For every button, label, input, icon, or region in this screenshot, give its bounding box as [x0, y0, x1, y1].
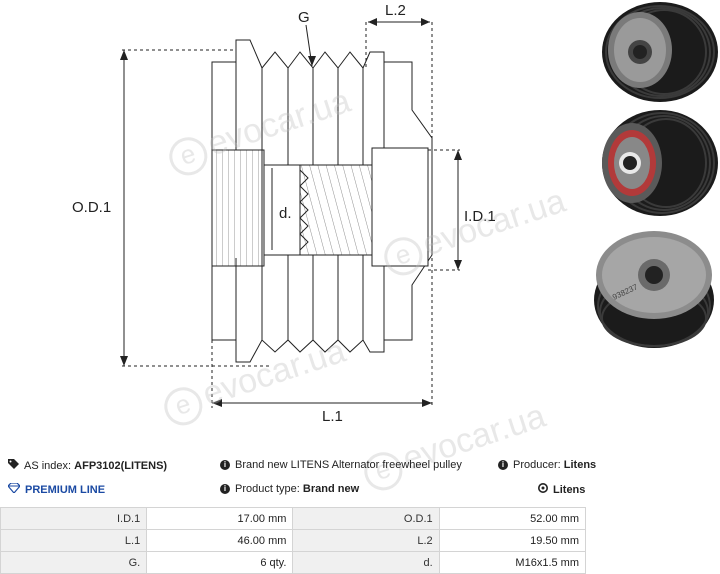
info-icon: i: [498, 460, 508, 470]
spec-value: 52.00 mm: [438, 507, 587, 530]
label-d: d.: [279, 205, 292, 222]
litens-logo-icon: [538, 483, 548, 496]
description: i Brand new LITENS Alternator freewheel …: [220, 459, 462, 471]
spec-value: 46.00 mm: [146, 529, 294, 552]
label-l2: L.2: [385, 2, 406, 19]
spec-value: 17.00 mm: [146, 507, 294, 530]
producer-value: Litens: [563, 459, 597, 471]
spec-value: 6 qty.: [146, 551, 294, 574]
table-row: I.D.1 17.00 mm O.D.1 52.00 mm: [0, 507, 587, 530]
premium-line[interactable]: PREMIUM LINE: [7, 482, 105, 496]
info-icon: i: [220, 484, 230, 494]
technical-drawing: G L.2 O.D.1 d. I.D.1 L.1: [72, 2, 496, 425]
product-photo-angle[interactable]: 938237: [592, 220, 720, 350]
spec-key: O.D.1: [292, 507, 440, 530]
spec-key: L.1: [0, 529, 148, 552]
producer: i Producer: Litens: [498, 459, 596, 471]
label-g: G: [298, 9, 310, 26]
product-type-value: Brand new: [302, 483, 360, 495]
spec-value: 19.50 mm: [438, 529, 587, 552]
specs-table: I.D.1 17.00 mm O.D.1 52.00 mm L.1 46.00 …: [0, 507, 587, 574]
tag-icon: [8, 459, 19, 473]
product-photo-back[interactable]: [596, 107, 720, 219]
info-icon: i: [220, 460, 230, 470]
diamond-icon: [7, 482, 21, 496]
pulley-outline: [211, 39, 433, 363]
watermark-logo-icon: e: [359, 447, 408, 496]
spec-key: G.: [0, 551, 148, 574]
spline-hub: [211, 149, 265, 267]
as-index: AS index: AFP3102(LITENS): [8, 459, 167, 473]
spec-key: L.2: [292, 529, 440, 552]
spec-key: I.D.1: [0, 507, 148, 530]
label-od1: O.D.1: [72, 199, 111, 216]
product-type: i Product type: Brand new: [220, 483, 359, 495]
thread-region: [299, 164, 373, 256]
label-id1: I.D.1: [464, 208, 496, 225]
table-row: G. 6 qty. d. M16x1.5 mm: [0, 551, 587, 574]
spec-key: d.: [292, 551, 440, 574]
as-index-value: AFP3102(LITENS): [74, 460, 168, 472]
brand-logo: Litens: [538, 483, 585, 496]
label-l1: L.1: [322, 408, 343, 425]
table-row: L.1 46.00 mm L.2 19.50 mm: [0, 529, 587, 552]
spec-value: M16x1.5 mm: [438, 551, 587, 574]
product-photo-front[interactable]: [596, 0, 720, 105]
